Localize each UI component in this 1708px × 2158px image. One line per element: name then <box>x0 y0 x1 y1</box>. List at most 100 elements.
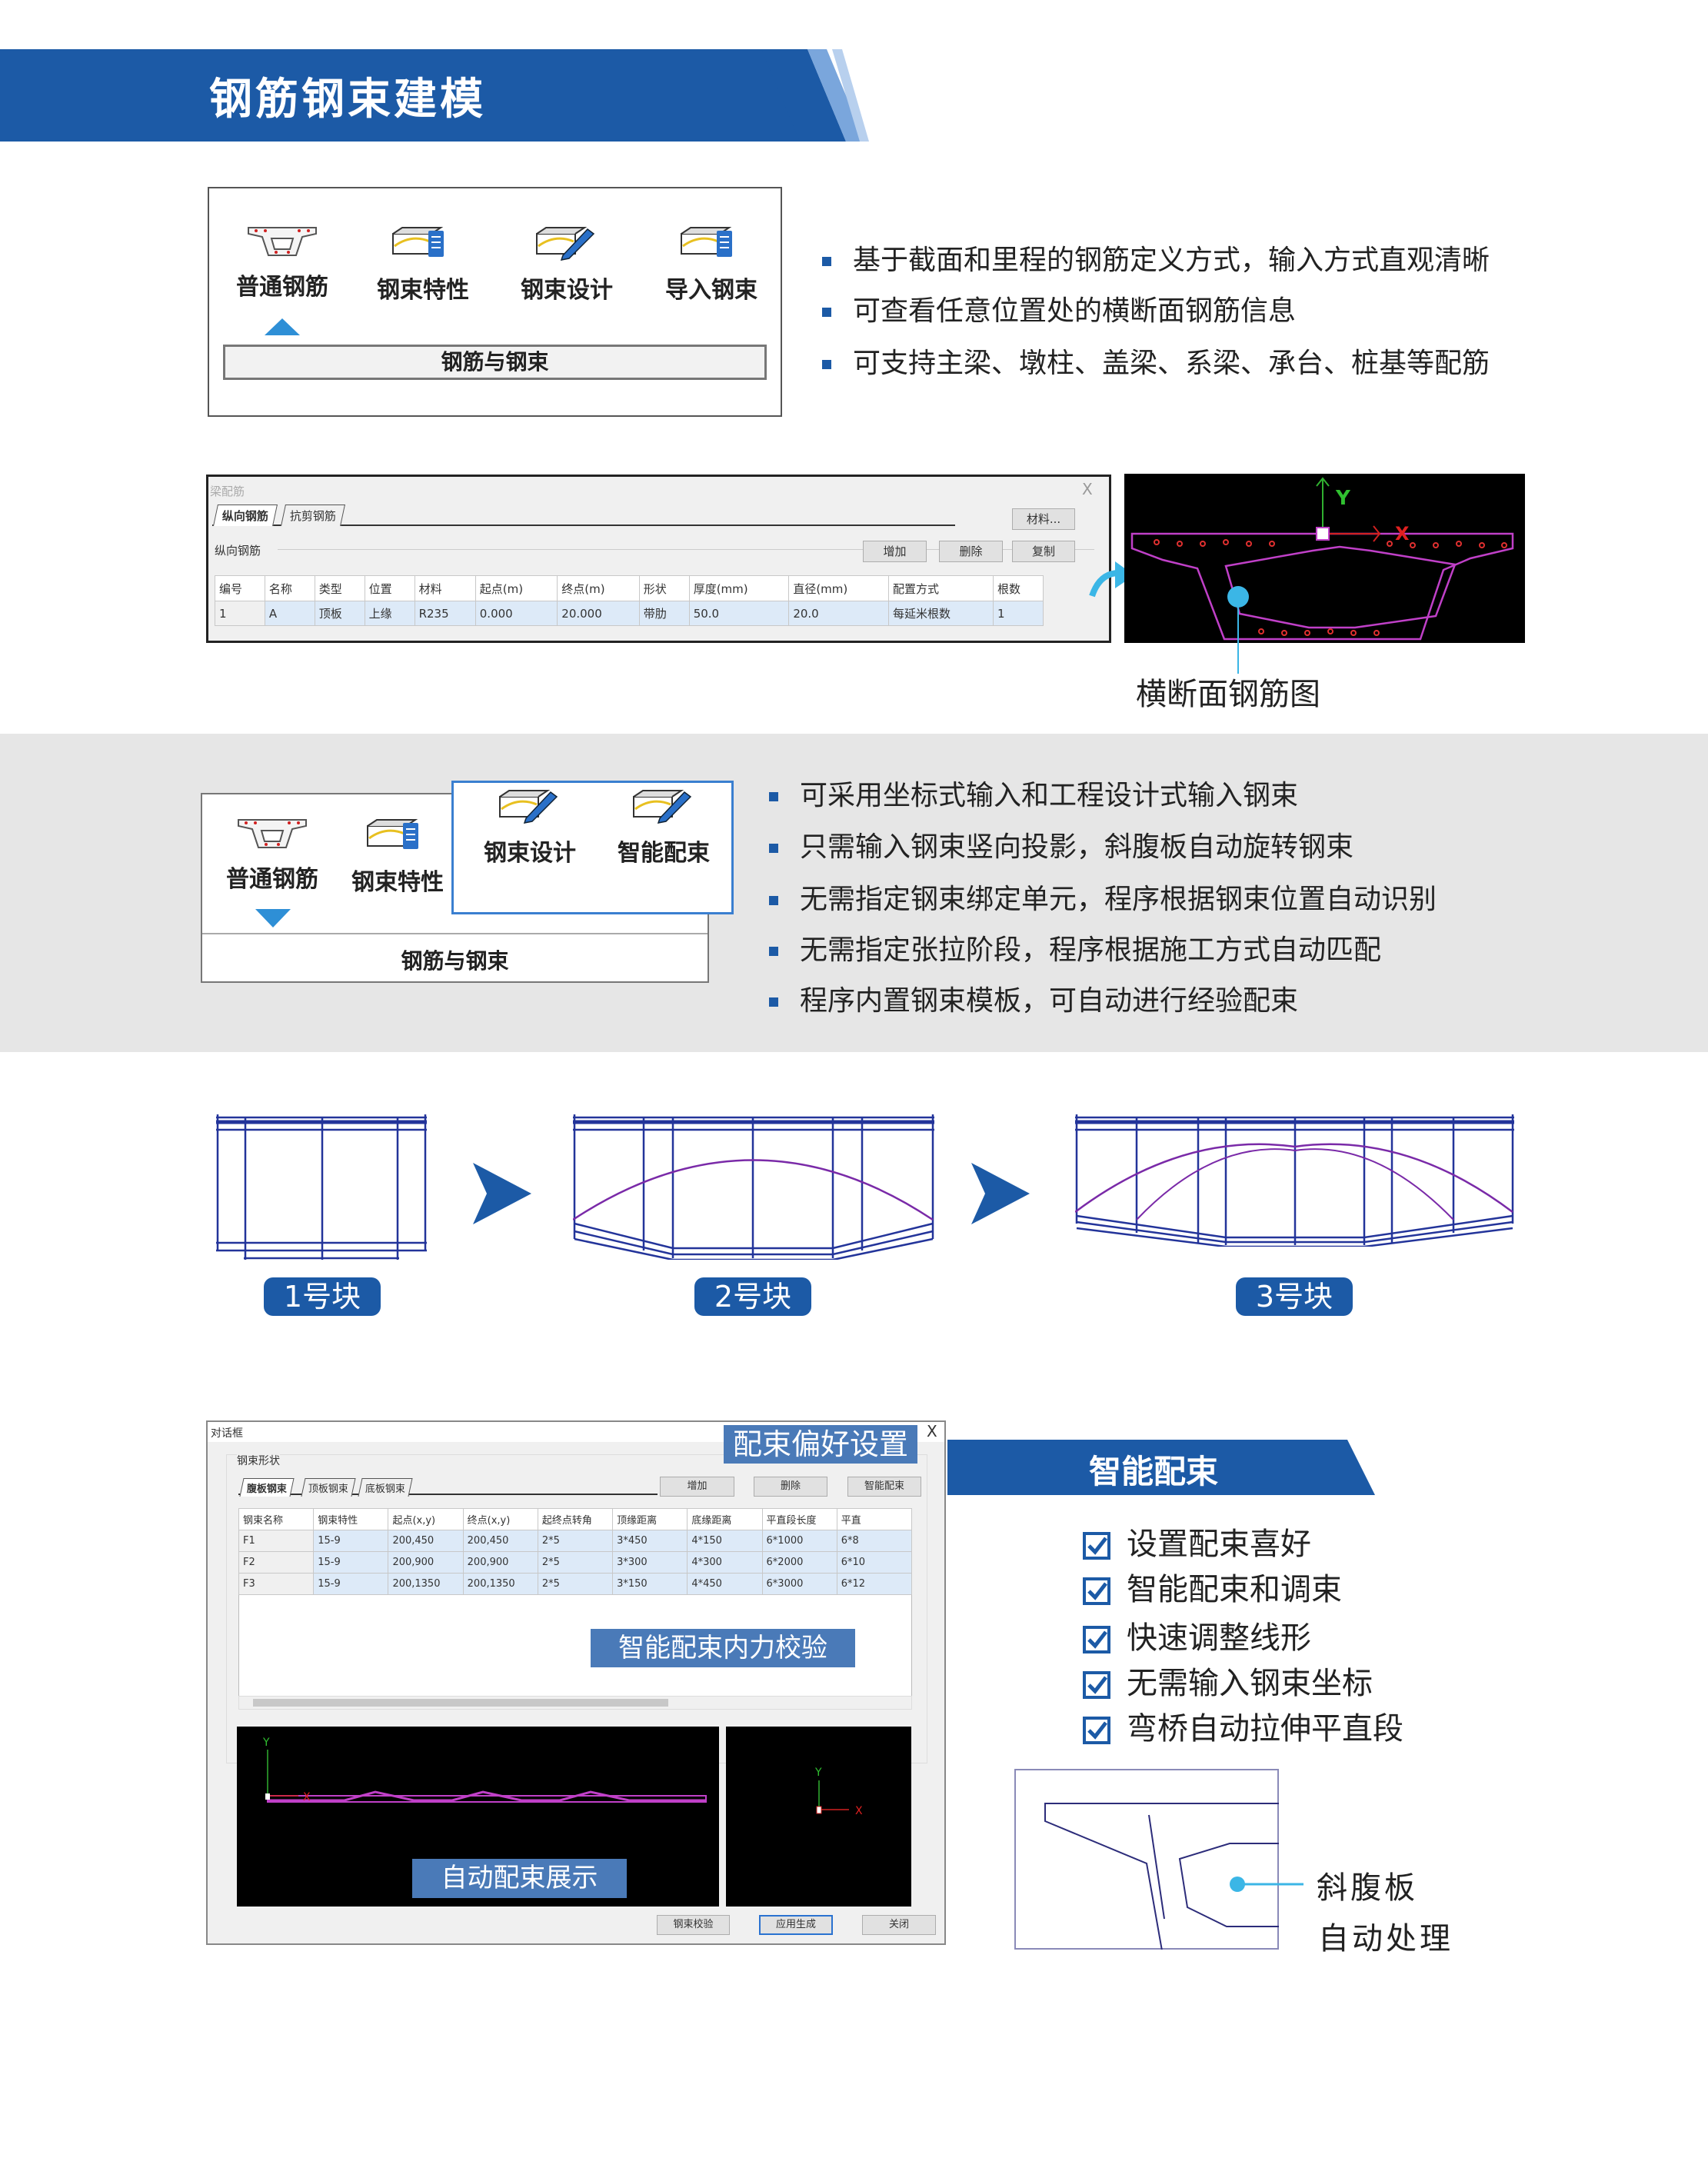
add-button[interactable]: 增加 <box>863 541 927 562</box>
column-header[interactable]: 厚度(mm) <box>688 575 790 601</box>
table-cell[interactable]: 上缘 <box>364 601 415 626</box>
table-cell[interactable]: 4*150 <box>687 1530 763 1552</box>
table-cell[interactable]: 6*8 <box>836 1530 913 1552</box>
column-header[interactable]: 根数 <box>993 575 1044 601</box>
column-header[interactable]: 平直 <box>836 1508 913 1530</box>
smart-tendon-icon <box>594 786 733 826</box>
table-cell[interactable]: 15-9 <box>313 1573 389 1595</box>
tool-girder-section[interactable]: 普通钢筋 <box>203 815 341 894</box>
axis-y-label: Y <box>262 1737 270 1749</box>
check-item: 设置配束喜好 <box>1082 1519 1311 1564</box>
column-header[interactable]: 起点(m) <box>474 575 558 601</box>
table-cell[interactable]: 15-9 <box>313 1551 389 1574</box>
column-header[interactable]: 起点(x,y) <box>388 1508 464 1530</box>
column-header[interactable]: 钢束特性 <box>313 1508 389 1530</box>
table-cell[interactable]: F3 <box>238 1573 315 1595</box>
tab-top-tendon[interactable]: 顶板钢束 <box>301 1478 356 1497</box>
close-icon[interactable]: X <box>927 1422 937 1440</box>
column-header[interactable]: 直径(mm) <box>788 575 889 601</box>
table-cell[interactable]: 200,1350 <box>462 1573 538 1595</box>
table-cell[interactable]: 200,450 <box>462 1530 538 1552</box>
table-cell[interactable]: 3*150 <box>612 1573 688 1595</box>
column-header[interactable]: 起终点转角 <box>537 1508 614 1530</box>
table-cell[interactable]: 6*2000 <box>761 1551 837 1574</box>
table-cell[interactable]: R235 <box>414 601 476 626</box>
column-header[interactable]: 位置 <box>364 575 415 601</box>
column-header[interactable]: 终点(m) <box>557 575 640 601</box>
tab-web-tendon[interactable]: 腹板钢束 <box>239 1478 295 1497</box>
add-button[interactable]: 增加 <box>660 1477 734 1497</box>
delete-button[interactable]: 删除 <box>939 541 1003 562</box>
table-cell[interactable]: 6*10 <box>836 1551 913 1574</box>
table-cell[interactable]: 4*300 <box>687 1551 763 1574</box>
column-header[interactable]: 名称 <box>264 575 315 601</box>
cross-section-caption: 横断面钢筋图 <box>1136 677 1320 712</box>
copy-button[interactable]: 复制 <box>1012 541 1075 562</box>
table-cell[interactable]: 6*1000 <box>761 1530 837 1552</box>
delete-button[interactable]: 删除 <box>754 1477 827 1497</box>
tab-bottom-tendon[interactable]: 底板钢束 <box>358 1478 413 1497</box>
column-header[interactable]: 顶缘距离 <box>612 1508 688 1530</box>
tendon-check-button[interactable]: 钢束校验 <box>657 1915 730 1935</box>
table-cell[interactable]: A <box>264 601 315 626</box>
apply-generate-button[interactable]: 应用生成 <box>759 1915 833 1935</box>
table-cell[interactable]: 2*5 <box>537 1573 614 1595</box>
table-cell[interactable]: 20.000 <box>557 601 640 626</box>
column-header[interactable]: 形状 <box>638 575 690 601</box>
table-cell[interactable]: 1 <box>215 601 265 626</box>
block-3-diagram <box>1075 1114 1514 1247</box>
table-cell[interactable]: F2 <box>238 1551 315 1574</box>
tab-longitudinal[interactable]: 纵向钢筋 <box>213 505 278 526</box>
tab-shear[interactable]: 抗剪钢筋 <box>281 505 345 526</box>
table-cell[interactable]: 3*450 <box>612 1530 688 1552</box>
page-title: 钢筋钢束建模 <box>209 75 486 125</box>
tool-girder-section[interactable]: 普通钢筋 <box>213 223 351 301</box>
horizontal-scrollbar[interactable] <box>238 1696 912 1710</box>
table-cell[interactable]: F1 <box>238 1530 315 1552</box>
close-button[interactable]: 关闭 <box>862 1915 936 1935</box>
table-cell[interactable]: 6*12 <box>836 1573 913 1595</box>
column-header[interactable]: 平直段长度 <box>761 1508 837 1530</box>
table-cell[interactable]: 4*450 <box>687 1573 763 1595</box>
column-header[interactable]: 钢束名称 <box>238 1508 315 1530</box>
table-cell[interactable]: 2*5 <box>537 1530 614 1552</box>
table-cell[interactable]: 顶板 <box>314 601 365 626</box>
table-cell[interactable]: 200,450 <box>388 1530 464 1552</box>
tool-import-tendon[interactable]: 导入钢束 <box>642 223 781 305</box>
table-cell[interactable]: 2*5 <box>537 1551 614 1574</box>
table-cell[interactable]: 200,900 <box>388 1551 464 1574</box>
scrollbar-thumb[interactable] <box>253 1699 668 1707</box>
table-cell[interactable]: 50.0 <box>688 601 790 626</box>
block-2-label: 2号块 <box>694 1277 811 1316</box>
table-cell[interactable]: 0.000 <box>474 601 558 626</box>
column-header[interactable]: 终点(x,y) <box>462 1508 538 1530</box>
tool-tendon-property[interactable]: 钢束特性 <box>354 223 492 305</box>
table-cell[interactable]: 每延米根数 <box>887 601 994 626</box>
group-label-rebar-tendon[interactable]: 钢筋与钢束 <box>223 345 767 380</box>
table-cell[interactable]: 20.0 <box>788 601 889 626</box>
material-button[interactable]: 材料... <box>1012 508 1075 530</box>
column-header[interactable]: 编号 <box>215 575 265 601</box>
tool-smart-tendon[interactable]: 智能配束 <box>594 786 733 868</box>
table-cell[interactable]: 6*3000 <box>761 1573 837 1595</box>
tool-tendon-design[interactable]: 钢束设计 <box>461 786 599 868</box>
table-cell[interactable]: 带肋 <box>638 601 690 626</box>
column-header[interactable]: 类型 <box>314 575 365 601</box>
table-cell[interactable]: 1 <box>993 601 1044 626</box>
smart-tendon-button[interactable]: 智能配束 <box>847 1477 921 1497</box>
column-header[interactable]: 材料 <box>414 575 476 601</box>
beam-rebar-dialog: 梁配筋 X 纵向钢筋 抗剪钢筋 材料... 纵向钢筋 增加 删除 复制 编号名称… <box>206 475 1111 643</box>
table-cell[interactable]: 200,900 <box>462 1551 538 1574</box>
tool-tendon-property[interactable]: 钢束特性 <box>328 815 467 897</box>
column-header[interactable]: 底缘距离 <box>687 1508 763 1530</box>
table-cell[interactable]: 15-9 <box>313 1530 389 1552</box>
column-header[interactable]: 配置方式 <box>887 575 994 601</box>
close-icon[interactable]: X <box>1082 480 1093 498</box>
tool-tendon-design[interactable]: 钢束设计 <box>498 223 636 305</box>
table-cell[interactable]: 200,1350 <box>388 1573 464 1595</box>
table-cell[interactable]: 3*300 <box>612 1551 688 1574</box>
